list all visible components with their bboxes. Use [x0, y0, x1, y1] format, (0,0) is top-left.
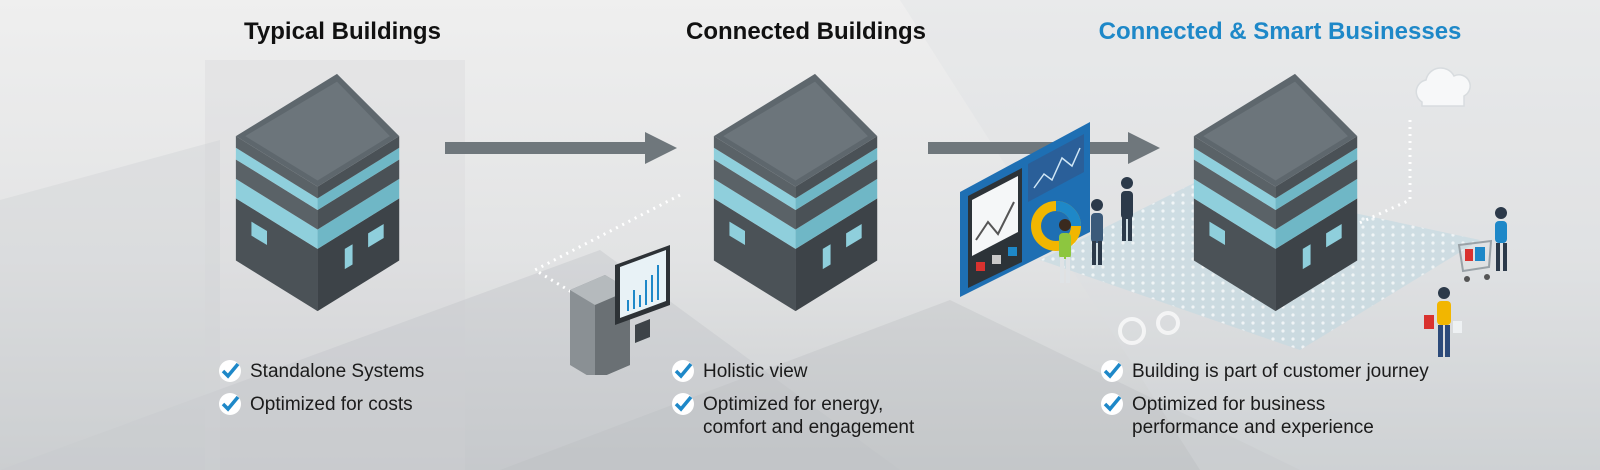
bullet-text: Holistic view — [703, 361, 808, 382]
shopper-person-icon — [1424, 287, 1462, 357]
building-smart — [1193, 73, 1358, 312]
people-icon — [1059, 177, 1133, 283]
bullet-item: Optimized for business — [1100, 393, 1429, 416]
cloud-icon — [1415, 67, 1471, 107]
bullet-text: comfort and engagement — [703, 417, 915, 438]
shopper-cart-icon — [1457, 207, 1507, 282]
bullet-list-connected: Holistic view Optimized for energy, comf… — [671, 360, 914, 449]
bullet-item: Optimized for costs — [218, 393, 424, 416]
checkmark-icon — [219, 393, 241, 415]
stage-title-smart: Connected & Smart Businesses — [1098, 18, 1462, 45]
bullet-item: Building is part of customer journey — [1100, 360, 1429, 383]
checkmark-icon — [219, 360, 241, 382]
bullet-item-continuation: comfort and engagement — [671, 416, 914, 439]
building-typical — [235, 73, 400, 312]
bullet-list-typical: Standalone Systems Optimized for costs — [218, 360, 424, 426]
building-connected — [713, 73, 878, 312]
bullet-text: Optimized for business — [1132, 394, 1326, 415]
bullet-item-continuation: performance and experience — [1100, 416, 1429, 439]
bullet-text: performance and experience — [1132, 417, 1374, 438]
stage-title-connected: Connected Buildings — [686, 18, 926, 45]
arrow-1 — [445, 132, 677, 164]
checkmark-icon — [1101, 393, 1123, 415]
bullet-text: Optimized for costs — [250, 394, 413, 415]
bullet-item: Optimized for energy, — [671, 393, 914, 416]
bullet-item: Holistic view — [671, 360, 914, 383]
checkmark-icon — [672, 360, 694, 382]
bullet-text: Optimized for energy, — [703, 394, 884, 415]
computer-monitor-icon — [570, 245, 670, 375]
bullet-text: Standalone Systems — [250, 361, 425, 382]
bullet-item: Standalone Systems — [218, 360, 424, 383]
checkmark-icon — [1101, 360, 1123, 382]
stage-title-typical: Typical Buildings — [244, 18, 441, 45]
analytics-dashboard-icon — [960, 122, 1090, 297]
bullet-text: Building is part of customer journey — [1132, 361, 1429, 382]
bullet-list-smart: Building is part of customer journey Opt… — [1100, 360, 1429, 449]
checkmark-icon — [672, 393, 694, 415]
gears-icon — [1118, 311, 1180, 345]
